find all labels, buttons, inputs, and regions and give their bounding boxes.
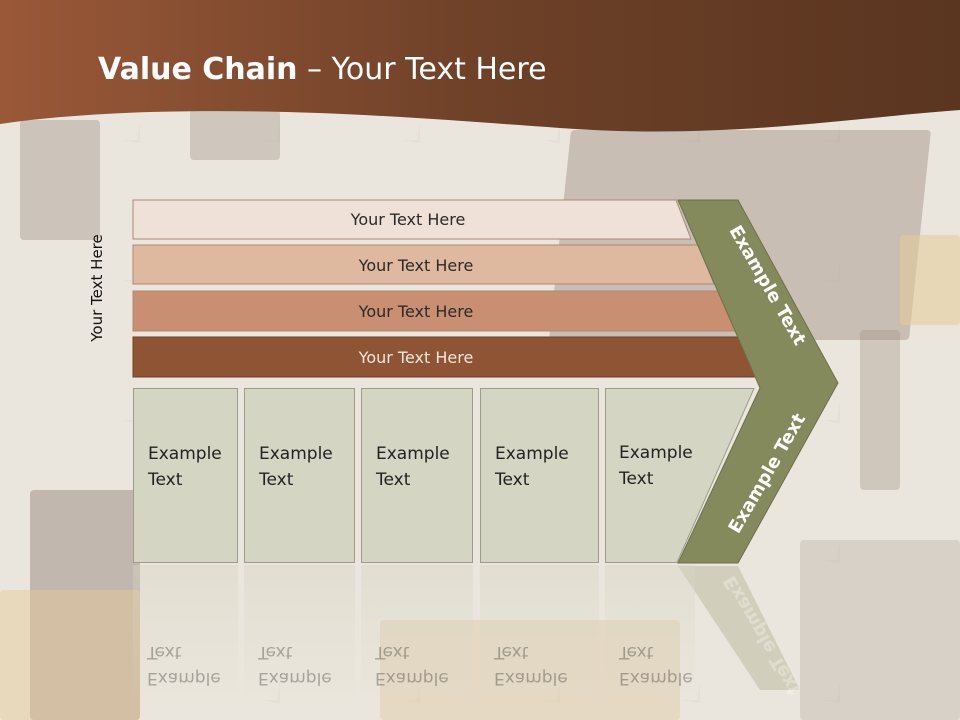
band-2-label: Your Text Here xyxy=(358,255,474,275)
band-1-label: Your Text Here xyxy=(350,209,466,229)
header-banner xyxy=(0,0,960,132)
column-1-reflection: Example Text xyxy=(133,565,238,705)
band-shape-1 xyxy=(132,199,692,240)
column-4-refl-line2: Text xyxy=(494,642,529,662)
column-2-refl-line1: Example xyxy=(258,668,332,688)
column-1-refl-line2: Text xyxy=(147,642,182,662)
column-3-line1: Example xyxy=(376,444,450,464)
column-1-line2: Text xyxy=(148,470,183,490)
slide-title: Value Chain – Your Text Here xyxy=(98,52,547,87)
title-bold: Value Chain xyxy=(98,52,298,87)
band-shape-2 xyxy=(132,244,715,285)
column-2-reflection: Example Text xyxy=(244,565,355,705)
chevron-arrow-reflection xyxy=(678,566,800,690)
band-2: Your Text Here xyxy=(133,246,699,284)
column-5-refl-line1: Example xyxy=(619,668,693,688)
column-3-refl-line1: Example xyxy=(375,668,449,688)
column-2-line2: Text xyxy=(259,470,294,490)
chevron-arrow-shape xyxy=(677,199,839,564)
column-5-refl-line2: Text xyxy=(619,642,654,662)
band-3: Your Text Here xyxy=(133,292,699,330)
column-2-line1: Example xyxy=(259,444,333,464)
column-2-refl-line2: Text xyxy=(258,642,293,662)
column-3-reflection: Example Text xyxy=(361,565,473,705)
column-4-line2: Text xyxy=(495,470,530,490)
column-1-line1: Example xyxy=(148,444,222,464)
band-3-label: Your Text Here xyxy=(358,301,474,321)
column-3-refl-line2: Text xyxy=(375,642,410,662)
column-4-refl-line1: Example xyxy=(494,668,568,688)
band-4: Your Text Here xyxy=(133,338,699,376)
title-rest: – Your Text Here xyxy=(297,52,547,87)
band-1: Your Text Here xyxy=(133,200,683,238)
column-4-reflection: Example Text xyxy=(480,565,599,705)
column-3-line2: Text xyxy=(376,470,411,490)
column-4-line1: Example xyxy=(495,444,569,464)
band-4-label: Your Text Here xyxy=(358,347,474,367)
column-5-line2: Text xyxy=(619,469,654,489)
column-5-reflection: Example Text xyxy=(605,565,695,705)
column-1-refl-line1: Example xyxy=(147,668,221,688)
column-5-line1: Example xyxy=(619,443,693,463)
column-5-shape xyxy=(605,388,755,563)
